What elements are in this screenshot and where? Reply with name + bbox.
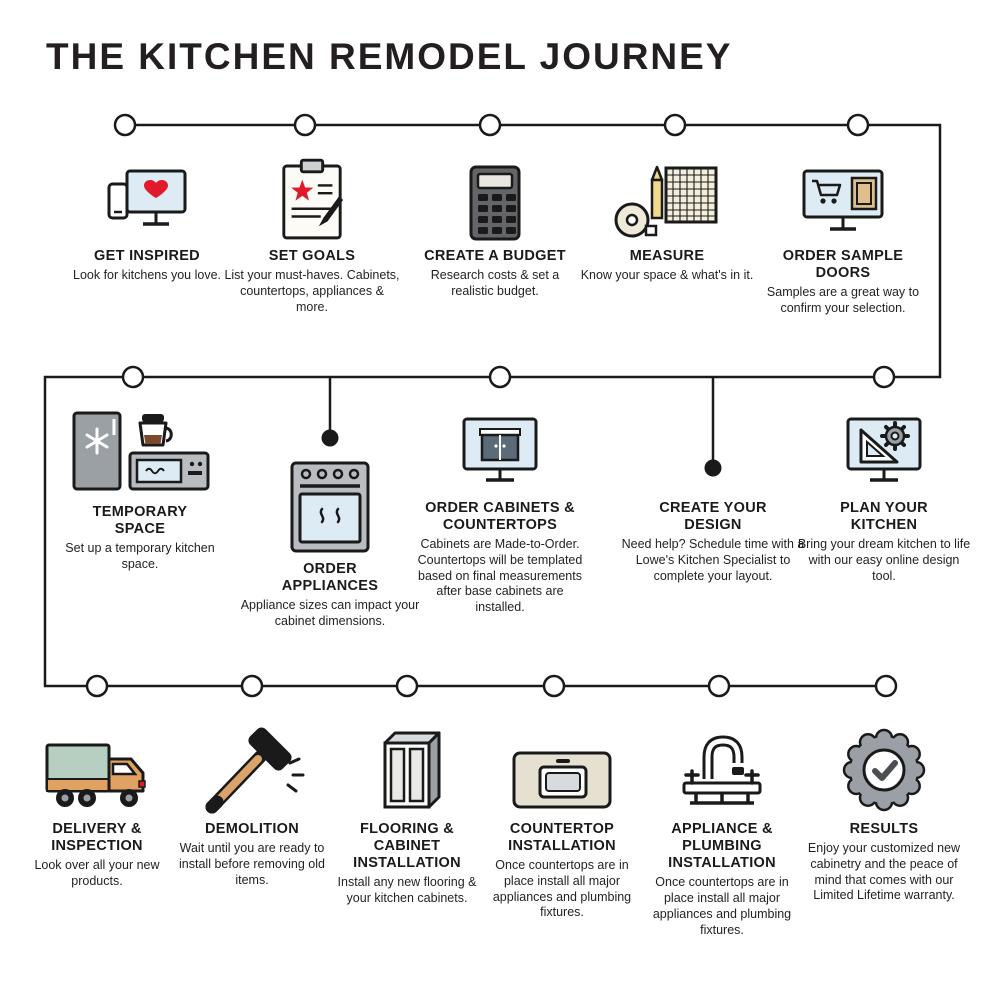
monitor-design-tools-icon <box>846 417 922 482</box>
monitor-cart-door-icon <box>802 169 884 231</box>
step-icon-area <box>57 150 237 242</box>
step-measure: MEASURE Know your space & what's in it. <box>577 150 757 284</box>
step-create-a-budget: CREATE A BUDGET Research costs & set a r… <box>410 148 580 300</box>
step-set-goals: SET GOALS List your must-haves. Cabinets… <box>224 142 400 315</box>
step-description: Look over all your new products. <box>34 858 160 888</box>
step-icon-area <box>640 714 804 815</box>
step-node <box>542 674 566 698</box>
step-icon-area <box>240 455 420 555</box>
clipboard-star-icon <box>282 158 344 240</box>
step-countertop-installation: COUNTERTOP INSTALLATION Once countertops… <box>480 722 644 921</box>
step-title: ORDER APPLIANCES <box>281 561 379 595</box>
step-description: Enjoy your customized new cabinetry and … <box>807 841 961 903</box>
step-order-cabinets-countertops: ORDER CABINETS & COUNTERTOPS Cabinets ar… <box>412 412 588 616</box>
step-demolition: DEMOLITION Wait until you are ready to i… <box>170 712 334 888</box>
connector-dot <box>321 429 339 447</box>
step-create-your-design: CREATE YOUR DESIGN Need help? Schedule t… <box>616 500 810 584</box>
step-title: FLOORING & CABINET INSTALLATION <box>353 821 461 872</box>
step-title: COUNTERTOP INSTALLATION <box>508 821 616 855</box>
connector-dot <box>704 459 722 477</box>
step-icon-area <box>170 712 334 815</box>
monitor-heart-icon <box>107 169 187 226</box>
step-title: PLAN YOUR KITCHEN <box>840 500 928 534</box>
step-delivery-inspection: DELIVERY & INSPECTION Look over all your… <box>20 720 174 890</box>
step-node <box>872 365 896 389</box>
step-icon-area <box>480 722 644 815</box>
faucet-icon <box>682 735 762 805</box>
step-description: Need help? Schedule time with a Lowe's K… <box>621 537 805 583</box>
step-description: Research costs & set a realistic budget. <box>430 268 560 298</box>
step-node <box>707 674 731 698</box>
step-description: Once countertops are in place install al… <box>492 858 632 920</box>
step-icon-area <box>328 714 486 815</box>
step-description: Know your space & what's in it. <box>580 268 754 283</box>
step-icon-area <box>797 408 971 494</box>
step-node <box>121 365 145 389</box>
step-icon-area <box>753 152 933 242</box>
step-title: CREATE YOUR DESIGN <box>659 500 767 534</box>
step-title: MEASURE <box>629 248 705 264</box>
step-icon-area <box>410 148 580 242</box>
step-node <box>478 113 502 137</box>
sledgehammer-icon <box>205 727 305 814</box>
step-get-inspired: GET INSPIRED Look for kitchens you love. <box>57 150 237 284</box>
step-node <box>240 674 264 698</box>
step-node <box>874 674 898 698</box>
step-title: ORDER SAMPLE DOORS <box>782 248 904 282</box>
step-description: Look for kitchens you love. <box>73 268 221 283</box>
step-node <box>85 674 109 698</box>
step-node <box>663 113 687 137</box>
page-title: THE KITCHEN REMODEL JOURNEY <box>46 36 733 77</box>
step-title: DEMOLITION <box>204 821 300 837</box>
step-title: CREATE A BUDGET <box>424 248 566 264</box>
range-oven-icon <box>290 461 370 553</box>
step-plan-your-kitchen: PLAN YOUR KITCHEN Bring your dream kitch… <box>797 408 971 584</box>
step-description: Samples are a great way to confirm your … <box>766 285 920 315</box>
step-appliance-plumbing-installation: APPLIANCE & PLUMBING INSTALLATION Once c… <box>640 714 804 938</box>
step-node <box>488 365 512 389</box>
step-title: RESULTS <box>849 821 919 837</box>
step-icon-area <box>800 714 968 815</box>
step-order-sample-doors: ORDER SAMPLE DOORS Samples are a great w… <box>753 152 933 317</box>
tape-measure-icon <box>614 165 718 238</box>
step-description: Set up a temporary kitchen space. <box>65 541 215 571</box>
warranty-badge-icon <box>842 728 926 812</box>
temporary-kitchen-icon <box>72 411 209 491</box>
calculator-icon <box>469 165 521 241</box>
step-title: GET INSPIRED <box>94 248 200 264</box>
countertop-sink-icon <box>512 751 612 809</box>
step-description: List your must-haves. Cabinets, countert… <box>224 268 400 314</box>
delivery-truck-icon <box>45 743 146 807</box>
step-title: ORDER CABINETS & COUNTERTOPS <box>425 500 575 534</box>
step-title: TEMPORARY SPACE <box>92 504 188 538</box>
step-title: DELIVERY & INSPECTION <box>51 821 143 855</box>
step-icon-area <box>224 142 400 242</box>
step-node <box>846 113 870 137</box>
step-results: RESULTS Enjoy your customized new cabine… <box>800 714 968 904</box>
step-icon-area <box>20 720 174 815</box>
step-description: Bring your dream kitchen to life with ou… <box>797 537 971 583</box>
cabinet-icon <box>383 731 441 809</box>
step-title: SET GOALS <box>268 248 356 264</box>
step-node <box>293 113 317 137</box>
step-order-appliances: ORDER APPLIANCES Appliance sizes can imp… <box>240 455 420 630</box>
step-node <box>113 113 137 137</box>
step-icon-area <box>577 150 757 242</box>
step-temporary-space: TEMPORARY SPACE Set up a temporary kitch… <box>50 398 230 573</box>
step-description: Once countertops are in place install al… <box>652 875 792 937</box>
step-description: Install any new flooring & your kitchen … <box>337 875 477 906</box>
monitor-cabinets-icon <box>462 417 538 482</box>
step-description: Appliance sizes can impact your cabinet … <box>240 598 420 628</box>
step-description: Wait until you are ready to install befo… <box>179 841 325 887</box>
step-title: APPLIANCE & PLUMBING INSTALLATION <box>668 821 776 872</box>
step-icon-area <box>412 412 588 494</box>
step-flooring-cabinet-installation: FLOORING & CABINET INSTALLATION Install … <box>328 714 486 907</box>
step-icon-area <box>50 398 230 498</box>
step-description: Cabinets are Made-to-Order. Countertops … <box>417 537 583 615</box>
step-node <box>395 674 419 698</box>
